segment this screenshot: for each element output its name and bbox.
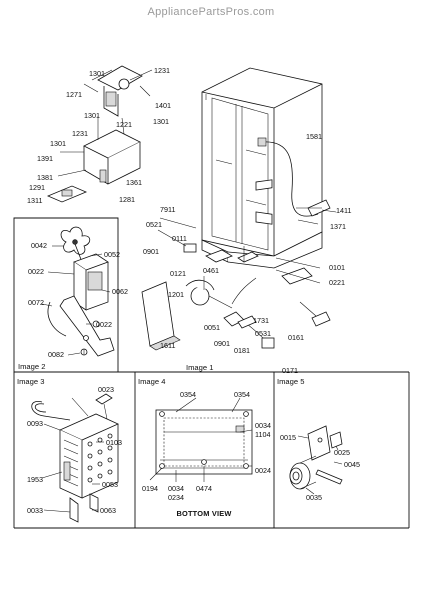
label-0024: 0024 (255, 466, 271, 475)
label-0194: 0194 (142, 484, 158, 493)
label-0033: 0033 (27, 506, 43, 515)
label-0171: 0171 (282, 366, 298, 375)
label-1411: 1411 (336, 206, 351, 215)
label-0035: 0035 (306, 493, 322, 502)
label-1301: 1301 (84, 111, 100, 120)
label-0161: 0161 (288, 333, 304, 342)
label-1291: 1291 (29, 183, 45, 192)
label-1231: 1231 (154, 66, 170, 75)
label-0461: 0461 (203, 266, 219, 275)
label-1381: 1381 (37, 173, 53, 182)
label-1611: 1611 (160, 341, 175, 350)
panel-title-image3: Image 3 (17, 377, 44, 386)
label-0045: 0045 (344, 460, 360, 469)
panel-title-image5: Image 5 (277, 377, 304, 386)
label-0082: 0082 (48, 350, 64, 359)
label-1201: 1201 (168, 290, 184, 299)
label-1391: 1391 (37, 154, 53, 163)
label-0063: 0063 (100, 506, 116, 515)
label-0354: 0354 (180, 390, 196, 399)
label-0034: 0034 (168, 484, 184, 493)
damper-drawing (289, 425, 343, 495)
evaporator-coil-drawing (31, 393, 119, 523)
label-1301: 1301 (153, 117, 169, 126)
label-1311: 1311 (27, 196, 42, 205)
bracket-assembly-drawing (46, 65, 153, 203)
watermark: AppliancePartsPros.com (147, 6, 274, 18)
label-0181: 0181 (234, 346, 250, 355)
label-0022: 0022 (96, 320, 112, 329)
label-0354: 0354 (234, 390, 250, 399)
label-0901: 0901 (214, 339, 230, 348)
label-1301: 1301 (89, 69, 105, 78)
label-1271: 1271 (66, 90, 82, 99)
label-0234: 0234 (168, 493, 184, 502)
label-7911: 7911 (160, 205, 175, 214)
label-0025: 0025 (334, 448, 350, 457)
label-0121: 0121 (170, 269, 186, 278)
label-1401: 1401 (155, 101, 171, 110)
label-0015: 0015 (280, 433, 296, 442)
label-1361: 1361 (126, 178, 142, 187)
label-1231: 1231 (72, 129, 88, 138)
label-0474: 0474 (196, 484, 212, 493)
drain-pan-drawing (149, 397, 253, 482)
label-1953: 1953 (27, 475, 43, 484)
label-0093: 0093 (27, 419, 43, 428)
label-1301: 1301 (50, 139, 66, 148)
part-labels: 1301 1231 1271 1401 1301 1221 1301 1301 … (27, 66, 360, 518)
label-1104: 1104 (255, 430, 270, 439)
label-1581: 1581 (306, 132, 322, 141)
panel-title-image2: Image 2 (18, 362, 45, 371)
label-0101: 0101 (329, 263, 345, 272)
label-0022: 0022 (28, 267, 44, 276)
cabinet-drawing (141, 67, 337, 351)
label-0052: 0052 (104, 250, 120, 259)
label-0521: 0521 (146, 220, 162, 229)
label-0053: 0053 (102, 480, 118, 489)
bottom-view-caption: BOTTOM VIEW (176, 509, 231, 518)
label-1221: 1221 (116, 120, 132, 129)
label-0901: 0901 (143, 247, 159, 256)
label-0023: 0023 (98, 385, 114, 394)
fan-assembly-drawing (41, 226, 115, 357)
label-1281: 1281 (119, 195, 135, 204)
label-0111: 0111 (172, 234, 187, 243)
label-1731: 1731 (253, 316, 269, 325)
label-0531: 0531 (255, 329, 271, 338)
label-0072: 0072 (28, 298, 44, 307)
label-0051: 0051 (204, 323, 220, 332)
panel-frames (13, 217, 410, 529)
panel-title-image4: Image 4 (138, 377, 165, 386)
label-0042: 0042 (31, 241, 47, 250)
label-0221: 0221 (329, 278, 345, 287)
label-0062: 0062 (112, 287, 128, 296)
label-1371: 1371 (330, 222, 346, 231)
panel-title-image1: Image 1 (186, 363, 213, 372)
label-0034: 0034 (255, 421, 271, 430)
label-0103: 0103 (106, 438, 122, 447)
